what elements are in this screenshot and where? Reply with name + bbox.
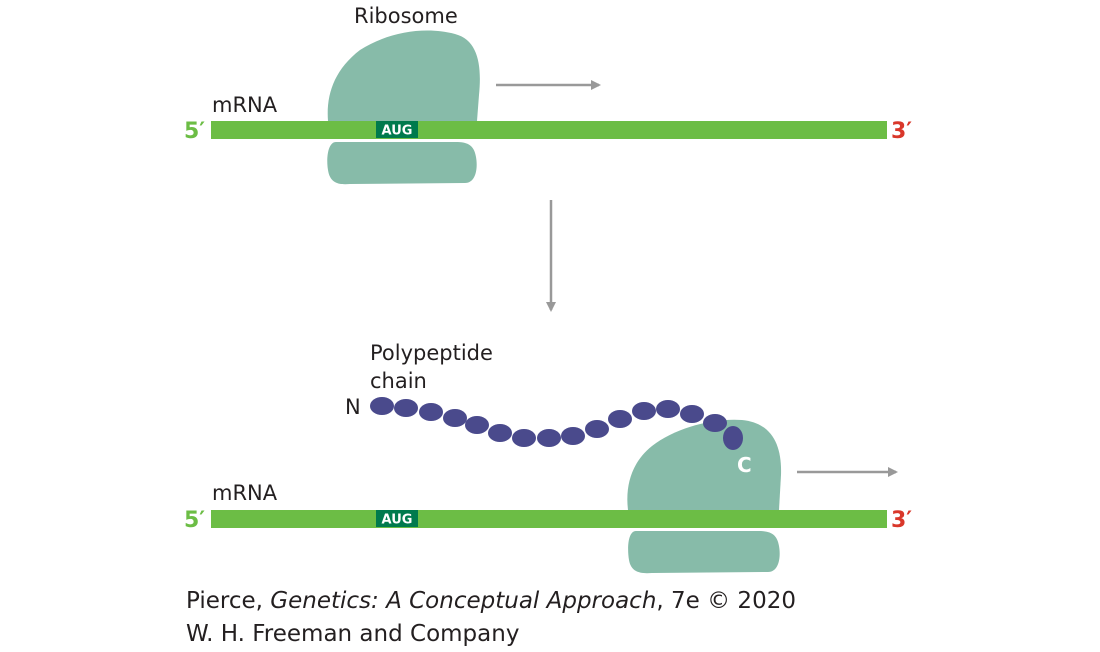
top-panel: Ribosome mRNA 5′ AUG 3′ [184,4,912,185]
amino-acid [680,405,704,423]
five-prime-end: 5′ [184,119,205,144]
amino-acid [512,429,536,447]
start-codon-box [376,510,418,527]
amino-acid [419,403,443,421]
amino-acid [488,424,512,442]
ribosome-large-subunit [627,419,782,510]
credit-author: Pierce, [186,588,271,614]
mrna-strand [211,121,887,139]
start-codon-box [376,121,418,138]
start-codon: AUG [382,513,413,528]
five-prime-end: 5′ [184,508,205,533]
amino-acid [632,402,656,420]
three-prime-end: 3′ [891,119,912,144]
mrna-label: mRNA [212,93,278,117]
three-prime-end: 3′ [891,508,912,533]
amino-acid [585,420,609,438]
amino-acid [370,397,394,415]
ribosome-large-subunit [327,30,480,121]
credit-line: Pierce, Genetics: A Conceptual Approach,… [186,585,796,651]
c-terminus-label: C [737,453,752,477]
start-codon: AUG [382,124,413,139]
ribosome-small-subunit [327,142,477,185]
amino-acid [723,426,743,450]
credit-publisher: W. H. Freeman and Company [186,621,520,647]
amino-acid [703,414,727,432]
polypeptide-chain [370,397,743,450]
polypeptide-label-line1: Polypeptide [370,341,493,365]
bottom-panel: Polypeptide chain N C mRNA 5 [184,341,912,574]
ribosome-label: Ribosome [354,4,458,28]
mrna-strand [211,510,887,528]
mrna-label: mRNA [212,481,278,505]
credit-edition: , 7e © 2020 [656,588,796,614]
amino-acid [443,409,467,427]
amino-acid [656,400,680,418]
amino-acid [394,399,418,417]
amino-acid [561,427,585,445]
ribosome-small-subunit [628,531,780,574]
n-terminus-label: N [345,395,361,419]
polypeptide-label-line2: chain [370,369,427,393]
amino-acid [465,416,489,434]
amino-acid [608,410,632,428]
amino-acid [537,429,561,447]
credit-book-title: Genetics: A Conceptual Approach [270,588,657,614]
